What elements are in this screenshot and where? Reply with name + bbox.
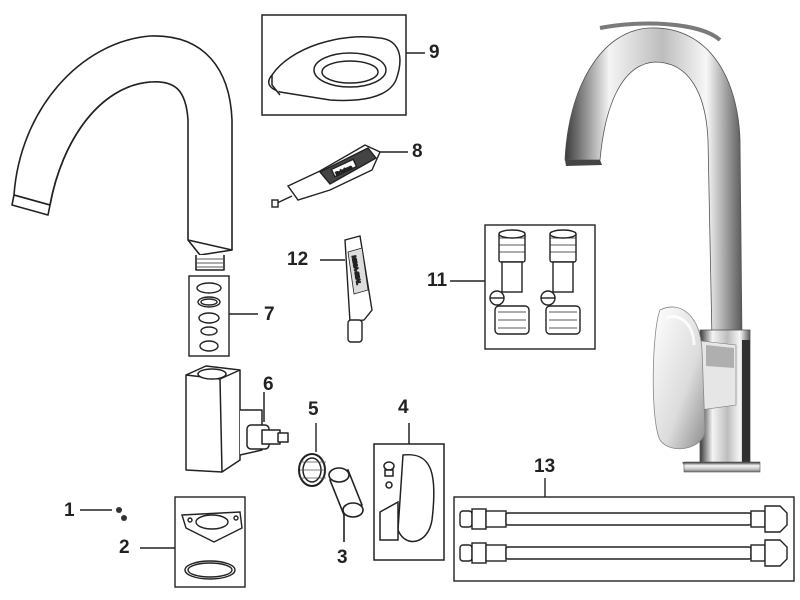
isolation-valves-part-11: [450, 224, 596, 350]
label-part-4: 4: [398, 397, 409, 418]
assembled-faucet-photo: [564, 21, 761, 473]
label-part-11: 11: [427, 270, 448, 291]
label-part-13: 13: [534, 456, 556, 477]
lever-handle-part-4: [373, 423, 445, 561]
label-part-12: 12: [287, 249, 309, 270]
mounting-plate-part-2: [140, 496, 246, 588]
label-part-6: 6: [263, 374, 274, 395]
label-part-9: 9: [429, 42, 440, 63]
sealant-tube-part-12: MEGA-SEAL: [320, 235, 373, 343]
label-part-2: 2: [119, 537, 130, 558]
label-part-5: 5: [308, 399, 319, 420]
tap-body-part-6: [185, 365, 289, 473]
spanner-tool-part-8: Bristan: [271, 144, 408, 208]
grub-screws-part-1: [80, 507, 127, 521]
washer-part-9: [261, 14, 425, 116]
threaded-nut-part-5: [298, 423, 326, 487]
label-part-8: 8: [412, 141, 423, 162]
o-ring-set-part-7: [188, 275, 258, 357]
flexible-hoses-part-13: [453, 478, 795, 582]
spout-drawing: [11, 35, 233, 271]
label-part-7: 7: [264, 304, 275, 325]
label-part-3: 3: [337, 547, 348, 568]
collar-part-3: [328, 467, 364, 542]
label-part-1: 1: [64, 500, 75, 521]
